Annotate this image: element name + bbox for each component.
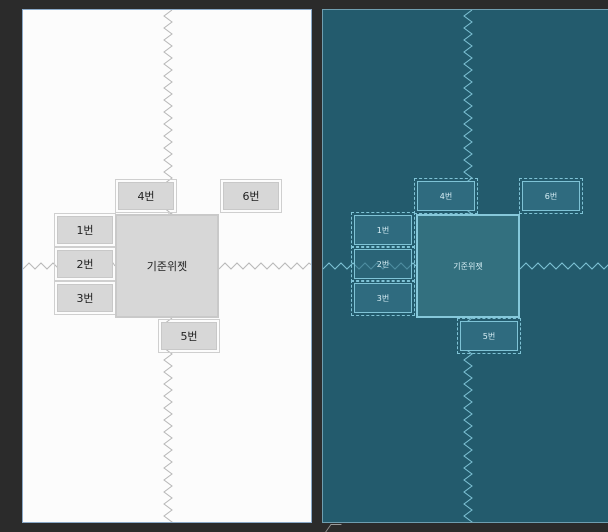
button-4[interactable]: 4번	[414, 178, 478, 214]
button-5[interactable]: 5번	[158, 319, 220, 353]
button-2[interactable]: 2번	[351, 246, 415, 282]
right-constraint-spring	[218, 262, 311, 270]
button-3[interactable]: 3번	[351, 280, 415, 316]
center-widget[interactable]: 기준위젯	[115, 214, 219, 318]
button-1[interactable]: 1번	[351, 212, 415, 248]
button-6[interactable]: 6번	[519, 178, 583, 214]
right-constraint-spring	[519, 262, 608, 270]
button-2[interactable]: 2번	[54, 247, 116, 281]
button-6[interactable]: 6번	[220, 179, 282, 213]
design-view-panel[interactable]: 4번 6번 1번 2번 3번 기준위젯 5번	[22, 9, 312, 523]
button-3[interactable]: 3번	[54, 281, 116, 315]
button-1[interactable]: 1번	[54, 213, 116, 247]
blueprint-view-panel[interactable]: 4번 6번 1번 2번 3번 기준위젯 5번	[322, 9, 608, 523]
button-4[interactable]: 4번	[115, 179, 177, 213]
button-5[interactable]: 5번	[457, 318, 521, 354]
center-widget[interactable]: 기준위젯	[416, 214, 520, 318]
